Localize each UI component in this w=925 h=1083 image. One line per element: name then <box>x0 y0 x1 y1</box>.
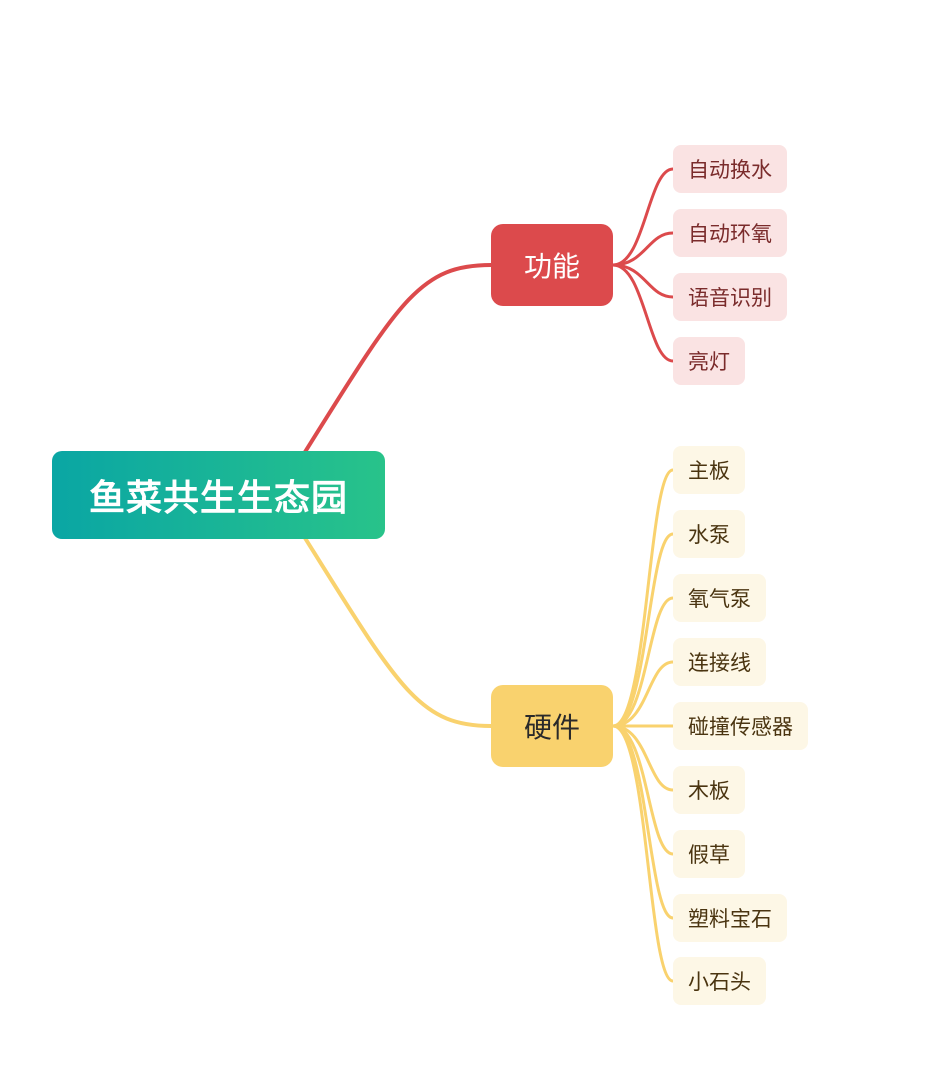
leaf-node-water-pump[interactable]: 水泵 <box>673 510 745 558</box>
root-node-label: 鱼菜共生生态园 <box>88 478 348 519</box>
leaf-node-collision-sensor[interactable]: 碰撞传感器 <box>673 702 808 750</box>
connector-root-functions <box>303 263 493 454</box>
leaf-node-pebbles[interactable]: 小石头 <box>673 957 766 1005</box>
connector-functions-leaf-2 <box>612 231 674 267</box>
leaf-node-label: 水泵 <box>688 523 730 547</box>
branch-node-functions[interactable]: 功能 <box>491 224 613 306</box>
leaf-node-oxygen-pump[interactable]: 氧气泵 <box>673 574 766 622</box>
leaf-node-label: 亮灯 <box>688 350 730 374</box>
connector-hardware-leaf-1 <box>612 468 674 728</box>
connector-functions-leaf-3 <box>612 263 674 299</box>
leaf-node-auto-oxygen[interactable]: 自动环氧 <box>673 209 787 257</box>
leaf-node-label: 主板 <box>688 459 730 483</box>
connector-functions-leaf-4 <box>612 263 674 363</box>
connector-hardware-leaf-2 <box>612 532 674 728</box>
leaf-node-label: 塑料宝石 <box>688 907 772 931</box>
leaf-node-wood-board[interactable]: 木板 <box>673 766 745 814</box>
connector-root-hardware <box>303 536 493 728</box>
leaf-node-label: 小石头 <box>688 970 751 994</box>
leaf-node-fake-grass[interactable]: 假草 <box>673 830 745 878</box>
leaf-node-label: 语音识别 <box>688 286 772 310</box>
connector-hardware-leaf-4 <box>612 660 674 728</box>
leaf-node-plastic-gems[interactable]: 塑料宝石 <box>673 894 787 942</box>
leaf-node-voice-recognition[interactable]: 语音识别 <box>673 273 787 321</box>
branch-node-hardware[interactable]: 硬件 <box>491 685 613 767</box>
leaf-node-label: 木板 <box>688 779 730 803</box>
connector-hardware-leaf-3 <box>612 596 674 728</box>
leaf-node-mainboard[interactable]: 主板 <box>673 446 745 494</box>
leaf-node-label: 连接线 <box>688 651 751 675</box>
leaf-node-lighting[interactable]: 亮灯 <box>673 337 745 385</box>
connector-functions-leaf-1 <box>612 167 674 267</box>
branch-node-label: 硬件 <box>523 711 580 744</box>
leaf-node-label: 碰撞传感器 <box>688 715 793 739</box>
branch-node-label: 功能 <box>523 250 580 283</box>
root-node[interactable]: 鱼菜共生生态园 <box>52 451 385 539</box>
leaf-node-label: 自动环氧 <box>688 222 772 246</box>
connector-hardware-leaf-9 <box>612 724 674 983</box>
leaf-node-cables[interactable]: 连接线 <box>673 638 766 686</box>
leaf-node-label: 氧气泵 <box>688 587 751 611</box>
leaf-node-auto-water-change[interactable]: 自动换水 <box>673 145 787 193</box>
leaf-node-label: 假草 <box>688 843 730 867</box>
leaf-node-label: 自动换水 <box>688 158 772 182</box>
